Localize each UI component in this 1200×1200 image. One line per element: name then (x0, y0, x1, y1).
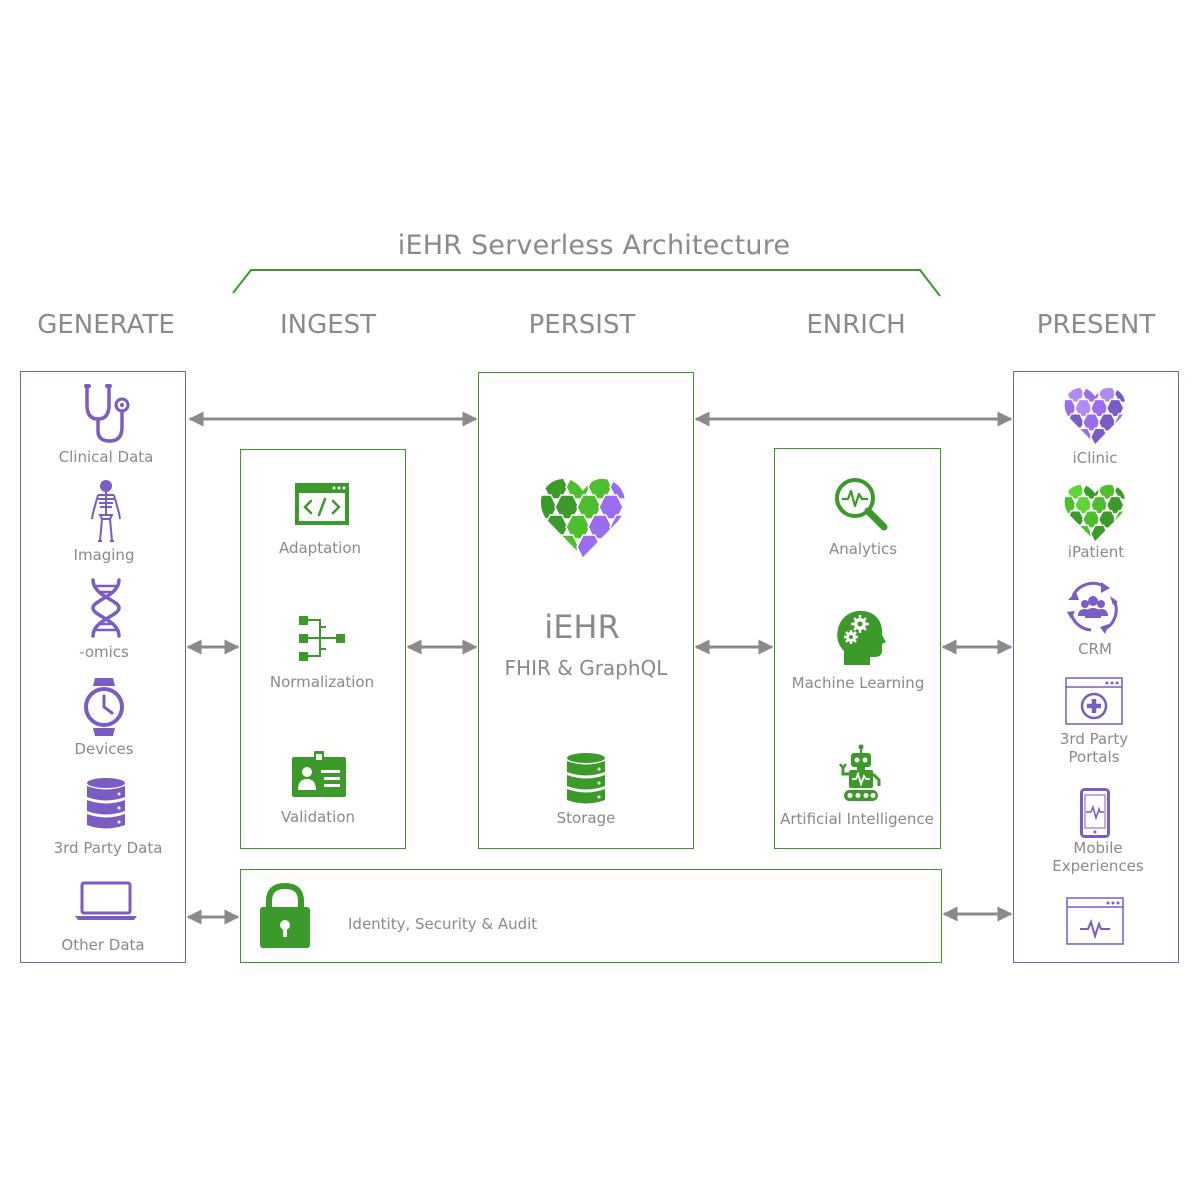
enrich-item-label: Machine Learning (791, 674, 925, 692)
column-generate: GENERATE (37, 310, 175, 340)
portal-window-icon (1065, 677, 1123, 725)
generate-item-label: Clinical Data (58, 448, 154, 466)
crm-cycle-icon (1067, 581, 1118, 634)
column-persist: PERSIST (528, 310, 636, 340)
laptop-icon (75, 881, 137, 920)
robot-icon (839, 744, 881, 801)
column-present: PRESENT (1036, 310, 1156, 340)
persist-subtitle: FHIR & GraphQL (504, 656, 668, 680)
present-item-label: iPatient (1067, 543, 1125, 561)
iehr-heart-logo (540, 478, 626, 557)
hierarchy-icon (299, 616, 345, 661)
present-item-label: iClinic (1072, 449, 1118, 467)
present-panel (1013, 371, 1179, 963)
generate-panel (20, 371, 186, 963)
dna-icon (91, 578, 121, 638)
database-icon (87, 778, 125, 829)
security-label: Identity, Security & Audit (348, 915, 538, 933)
generate-item-label: 3rd Party Data (53, 839, 163, 857)
watch-icon (84, 678, 124, 736)
enrich-item-label: Analytics (828, 540, 898, 558)
present-item-label: 3rd Party (1059, 730, 1129, 748)
mobile-phone-icon (1080, 788, 1110, 838)
storage-label: Storage (556, 809, 616, 827)
generate-item-label: Other Data (61, 936, 145, 954)
present-item-label: Experiences (1052, 857, 1144, 875)
column-ingest: INGEST (279, 310, 377, 340)
id-badge-icon (292, 751, 346, 797)
generate-item-label: Devices (74, 740, 134, 758)
ingest-item-label: Adaptation (278, 539, 362, 557)
persist-name: iEHR (544, 608, 620, 646)
code-window-icon (295, 483, 349, 525)
column-enrich: ENRICH (806, 310, 906, 340)
skeleton-icon (91, 480, 121, 542)
padlock-icon (260, 883, 310, 948)
present-item-label: CRM (1078, 640, 1112, 658)
analytics-magnifier-icon (835, 478, 888, 531)
ipatient-heart-icon (1064, 484, 1126, 542)
generate-item-label: Imaging (73, 546, 135, 564)
generate-item-label: -omics (79, 643, 129, 661)
monitor-window-icon (1066, 897, 1124, 945)
iclinic-heart-icon (1064, 387, 1126, 445)
present-item-label: Mobile (1073, 839, 1123, 857)
title-bracket (232, 269, 941, 297)
present-item-label: Portals (1068, 748, 1120, 766)
ingest-item-label: Validation (280, 808, 356, 826)
machine-learning-head-icon (837, 610, 886, 665)
security-panel (240, 869, 942, 963)
storage-database-icon (567, 753, 605, 804)
stethoscope-icon (84, 384, 130, 443)
diagram-title: iEHR Serverless Architecture (397, 230, 791, 261)
ingest-item-label: Normalization (269, 673, 375, 691)
enrich-item-label: Artificial Intelligence (780, 810, 934, 828)
